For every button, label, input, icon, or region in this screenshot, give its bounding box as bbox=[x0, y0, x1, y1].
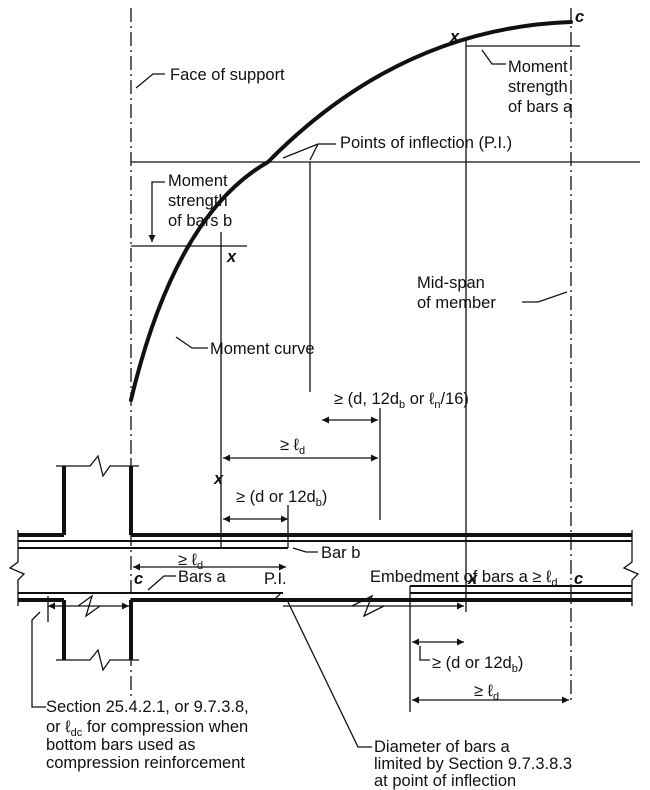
label-section-3: bottom bars used as bbox=[46, 736, 196, 754]
label-dim-12db-ln16: ≥ (d, 12db or ℓn/16) bbox=[334, 390, 469, 411]
label-moment-b-3: of bars b bbox=[168, 212, 232, 230]
label-section-4: compression reinforcement bbox=[46, 754, 245, 772]
dim-d-12db-lower-leader bbox=[419, 646, 430, 661]
label-midspan-2: of member bbox=[417, 294, 496, 312]
label-section-2: or ℓdc for compression when bbox=[46, 718, 248, 739]
upper-dimensions bbox=[223, 416, 378, 548]
label-points-of-inflection: Points of inflection (P.I.) bbox=[340, 134, 512, 152]
pi-leader bbox=[282, 143, 336, 159]
label-dim-ld-right: ≥ ℓd bbox=[474, 682, 499, 703]
diameter-leader bbox=[287, 601, 372, 748]
label-embedment: Embedment of bars a ≥ ℓd bbox=[370, 568, 557, 589]
face-of-support-leader bbox=[135, 73, 165, 89]
lower-dimensions bbox=[31, 547, 569, 748]
label-point-c-bot: c bbox=[574, 570, 583, 588]
label-point-x-low: x bbox=[213, 470, 224, 488]
label-moment-a-1: Moment bbox=[508, 58, 568, 76]
label-moment-a-2: strength bbox=[508, 78, 568, 96]
label-moment-b-2: strength bbox=[168, 192, 228, 210]
label-point-x-top: x bbox=[449, 28, 460, 46]
label-moment-curve: Moment curve bbox=[210, 340, 315, 358]
label-bar-b: Bar b bbox=[321, 544, 360, 562]
moment-curve-upper bbox=[266, 20, 573, 164]
bar-b-leader bbox=[292, 547, 318, 553]
label-diameter-1: Diameter of bars a bbox=[374, 738, 511, 756]
label-point-x-bot: x bbox=[467, 570, 478, 588]
label-diameter-2: limited by Section 9.7.3.8.3 bbox=[374, 755, 572, 773]
bars-a-leader bbox=[147, 575, 176, 591]
ldc-zig bbox=[77, 594, 101, 618]
moment-diagram bbox=[129, 8, 640, 700]
label-pi: P.I. bbox=[264, 570, 287, 588]
beam-elevation bbox=[8, 454, 640, 700]
moment-b-leader bbox=[148, 181, 165, 242]
moment-curve-lower bbox=[129, 160, 270, 402]
column-break-top bbox=[56, 454, 139, 478]
embedment-zig bbox=[351, 594, 385, 618]
label-face-of-support: Face of support bbox=[170, 66, 285, 84]
section-leader bbox=[31, 611, 46, 708]
label-moment-b-1: Moment bbox=[168, 172, 228, 190]
label-point-x-mid: x bbox=[226, 248, 237, 266]
label-dim-ld-upper: ≥ ℓd bbox=[280, 436, 305, 457]
label-diameter-3: at point of inflection bbox=[374, 772, 516, 790]
beam-break-right bbox=[622, 530, 640, 606]
pi-leader-2 bbox=[309, 143, 319, 161]
beam-break-left bbox=[8, 530, 26, 606]
midspan-leader bbox=[522, 291, 568, 303]
label-point-c-top: c bbox=[575, 8, 584, 26]
label-bars-a: Bars a bbox=[178, 568, 227, 586]
pi-lower-leader bbox=[264, 593, 281, 601]
label-dim-d-12db-lower: ≥ (d or 12db) bbox=[432, 654, 523, 675]
moment-curve-leader bbox=[175, 336, 208, 349]
label-moment-a-3: of bars a bbox=[508, 98, 573, 116]
label-point-c-left: c bbox=[134, 570, 143, 588]
column-break-bot bbox=[56, 648, 139, 672]
label-dim-ld-left: ≥ ℓd bbox=[178, 551, 203, 572]
moment-a-leader bbox=[481, 49, 506, 65]
label-midspan-1: Mid-span bbox=[417, 274, 485, 292]
label-section-1: Section 25.4.2.1, or 9.7.3.8, bbox=[46, 698, 249, 716]
labels: Face of support x c Moment strength of b… bbox=[46, 8, 584, 790]
label-dim-d-12db-upper: ≥ (d or 12db) bbox=[236, 488, 327, 509]
